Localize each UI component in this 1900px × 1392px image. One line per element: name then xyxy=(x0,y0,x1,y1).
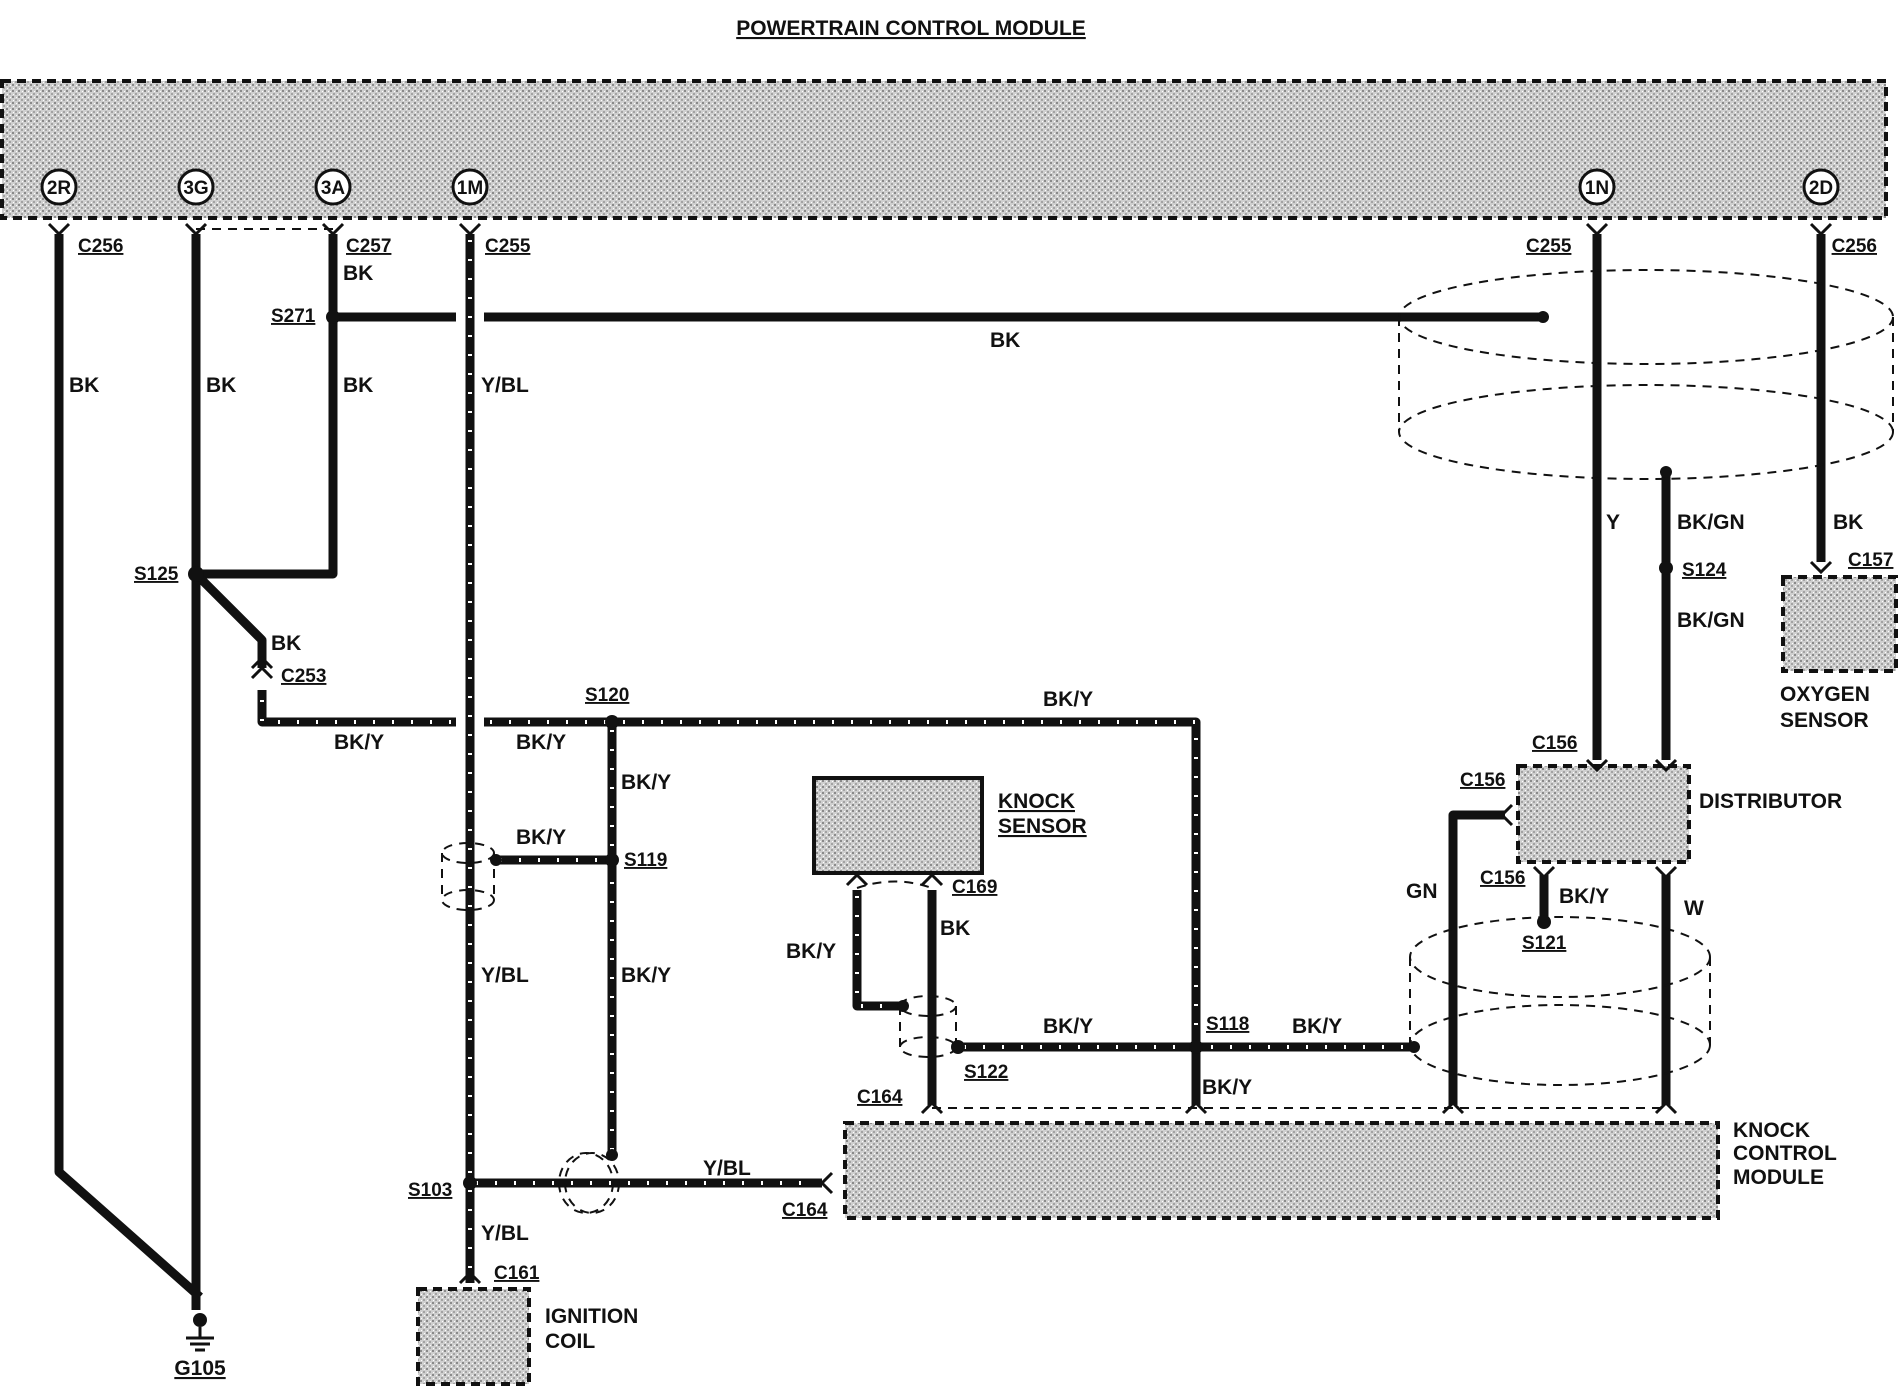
svg-text:1N: 1N xyxy=(1585,178,1609,199)
connector-label: C256 xyxy=(78,236,123,257)
diagram-title: POWERTRAIN CONTROL MODULE xyxy=(736,17,1086,40)
wire-knock-bky xyxy=(852,890,903,1011)
splice-label: S124 xyxy=(1682,560,1727,581)
splice-dots xyxy=(188,310,1673,1190)
wire-label: BK/Y xyxy=(621,964,671,987)
splice-label: S118 xyxy=(1206,1014,1249,1035)
wire-label: BK xyxy=(206,374,236,397)
wire-label: BK xyxy=(271,632,301,655)
wire-label: BK xyxy=(1833,511,1863,534)
splice-label: S125 xyxy=(134,564,179,585)
ground-icon xyxy=(186,1313,214,1352)
wire-label: BK/Y xyxy=(1043,688,1093,711)
kcm-label: KNOCK xyxy=(1733,1119,1810,1142)
wire-label: Y xyxy=(1606,511,1620,534)
splice-label: S121 xyxy=(1522,933,1567,954)
wire-label: BK xyxy=(990,329,1020,352)
shield-pcm xyxy=(1398,269,1894,480)
connector-label: C156 xyxy=(1460,770,1505,791)
knock-control-module-box xyxy=(843,1121,1720,1220)
ignition-coil-label-2: COIL xyxy=(545,1330,595,1353)
wire-s125-c253 xyxy=(192,570,267,668)
splice-label: S120 xyxy=(585,685,629,706)
oxygen-sensor-label: OXYGEN xyxy=(1780,683,1870,706)
pcm-pin-2R: 2R xyxy=(40,168,78,206)
wire-label: BK xyxy=(69,374,99,397)
connector-label: C156 xyxy=(1532,733,1577,754)
wire-s120-bky xyxy=(484,717,1201,1105)
distributor-label: DISTRIBUTOR xyxy=(1699,790,1842,813)
wire-label: BK/GN xyxy=(1677,511,1745,534)
wire-3a-bk xyxy=(196,234,338,579)
connector-label: C157 xyxy=(1848,550,1893,571)
wire-label: BK/Y xyxy=(1292,1015,1342,1038)
pcm-pin-1N: 1N xyxy=(1578,168,1616,206)
wire-gn xyxy=(1448,810,1505,1105)
wire-label: Y/BL xyxy=(481,374,529,397)
knock-sensor-label: KNOCK xyxy=(998,790,1075,813)
connector-label: C253 xyxy=(281,666,326,687)
wire-label: BK xyxy=(940,917,970,940)
ignition-coil-box xyxy=(416,1287,531,1386)
splice-label: S271 xyxy=(271,306,316,327)
oxygen-sensor-label-2: SENSOR xyxy=(1780,709,1869,732)
wire-label: BK/Y xyxy=(786,940,836,963)
connector-label: C255 xyxy=(1526,236,1572,257)
shield-s103 xyxy=(558,1152,620,1214)
wire-label: BK/Y xyxy=(1202,1076,1252,1099)
wire-label: BK/Y xyxy=(516,826,566,849)
connector-label: C169 xyxy=(952,877,997,898)
wire-label: BK xyxy=(343,262,373,285)
pcm-box xyxy=(0,79,1888,220)
connector-label: C256 xyxy=(1832,236,1877,257)
wire-label: BK xyxy=(343,374,373,397)
wire-label: Y/BL xyxy=(703,1157,751,1180)
knock-sensor-label-2: SENSOR xyxy=(998,815,1087,838)
pcm-pin-3G: 3G xyxy=(177,168,215,206)
wire-label: BK/Y xyxy=(1043,1015,1093,1038)
kcm-label-2: CONTROL xyxy=(1733,1142,1837,1165)
knock-sensor-box xyxy=(812,776,984,875)
pcm-pin-2D: 2D xyxy=(1802,168,1840,206)
svg-text:2D: 2D xyxy=(1809,178,1833,199)
connector-label: C164 xyxy=(782,1200,828,1221)
knock-sensor-connector-link xyxy=(856,880,933,889)
ground-label: G105 xyxy=(174,1357,226,1380)
wire-label: W xyxy=(1684,897,1704,920)
connector-label: C257 xyxy=(346,236,391,257)
pcm-pin-1M: 1M xyxy=(451,168,489,206)
wire-label: GN xyxy=(1406,880,1438,903)
connector-label: C156 xyxy=(1480,868,1525,889)
ignition-coil-label: IGNITION xyxy=(545,1305,638,1328)
oxygen-sensor-box xyxy=(1781,575,1898,673)
wire-c253-bky xyxy=(257,690,456,727)
svg-text:3G: 3G xyxy=(183,178,208,199)
connector-label: C164 xyxy=(857,1087,903,1108)
wire-label: BK/GN xyxy=(1677,609,1745,632)
distributor-box xyxy=(1516,764,1691,864)
component-chevrons xyxy=(250,560,1833,1285)
wire-label: Y/BL xyxy=(481,1222,529,1245)
svg-text:2R: 2R xyxy=(47,178,72,199)
connector-label: C161 xyxy=(494,1263,540,1284)
wire-2r-bk xyxy=(54,234,203,1301)
wire-label: Y/BL xyxy=(481,964,529,987)
svg-text:1M: 1M xyxy=(457,178,483,199)
splice-label: S122 xyxy=(964,1062,1008,1083)
wire-label: BK/Y xyxy=(1559,885,1609,908)
pcm-pin-3A: 3A xyxy=(314,168,352,206)
connector-label: C255 xyxy=(485,236,531,257)
wire-label: BK/Y xyxy=(516,731,566,754)
wire-label: BK/Y xyxy=(334,731,384,754)
wire-label: BK/Y xyxy=(621,771,671,794)
kcm-label-3: MODULE xyxy=(1733,1166,1824,1189)
splice-label: S119 xyxy=(624,850,667,871)
svg-text:3A: 3A xyxy=(321,178,346,199)
splice-label: S103 xyxy=(408,1180,452,1201)
